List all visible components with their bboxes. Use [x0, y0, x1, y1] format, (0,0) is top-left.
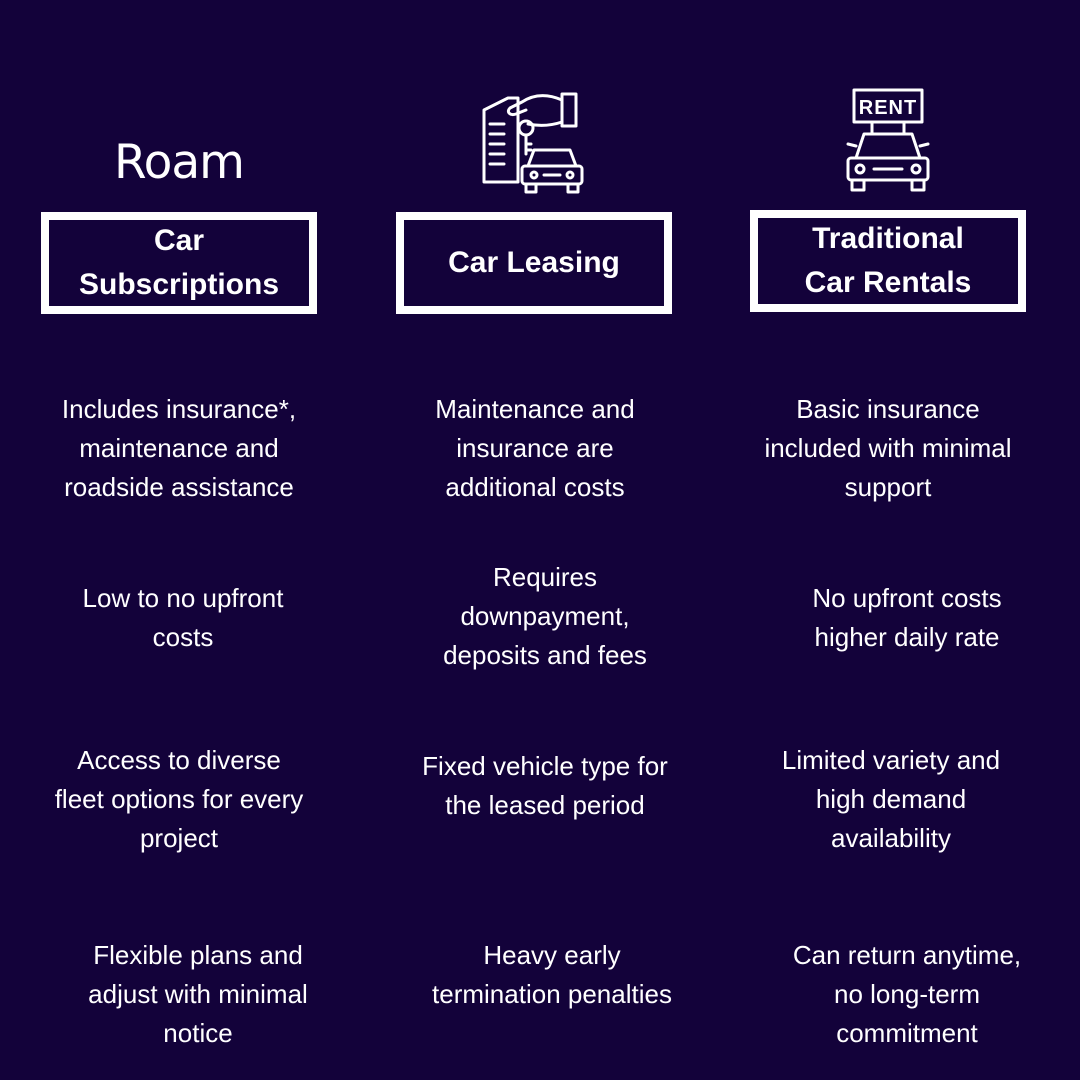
subscriptions-row-flexibility: Flexible plans and adjust with minimal n…: [88, 940, 308, 1048]
leasing-row-fleet: Fixed vehicle type for the leased period: [422, 751, 668, 820]
header-traditional-car-rentals: Traditional Car Rentals: [750, 210, 1026, 312]
header-car-leasing: Car Leasing: [396, 212, 672, 314]
subscriptions-row-insurance: Includes insurance*, maintenance and roa…: [61, 394, 297, 502]
subscriptions-row-fleet: Access to diverse fleet options for ever…: [54, 745, 304, 853]
rentals-row-upfront: No upfront costs higher daily rate: [812, 583, 1002, 652]
rent-sign-car-icon: RENT: [842, 88, 934, 194]
leasing-row-flexibility: Heavy early termination penalties: [432, 940, 672, 1009]
leasing-row-upfront: Requires downpayment, deposits and fees: [443, 562, 647, 670]
header-traditional-car-rentals-label: Traditional Car Rentals: [804, 222, 972, 299]
roam-logo-text: Roam: [114, 135, 245, 190]
rent-sign-text: RENT: [859, 97, 917, 119]
header-car-subscriptions-label: Car Subscriptions: [78, 224, 280, 301]
header-car-leasing-label: Car Leasing: [448, 246, 620, 279]
rentals-row-insurance: Basic insurance included with minimal su…: [764, 394, 1012, 502]
hand-keys-contract-car-icon: [478, 88, 588, 194]
subscriptions-row-upfront: Low to no upfront costs: [82, 583, 284, 652]
rentals-row-fleet: Limited variety and high demand availabi…: [781, 745, 1001, 853]
rentals-row-flexibility: Can return anytime, no long-term commitm…: [792, 940, 1022, 1048]
header-car-subscriptions: Car Subscriptions: [41, 212, 317, 314]
roam-logo: Roam: [44, 128, 314, 198]
leasing-row-insurance: Maintenance and insurance are additional…: [435, 394, 635, 502]
